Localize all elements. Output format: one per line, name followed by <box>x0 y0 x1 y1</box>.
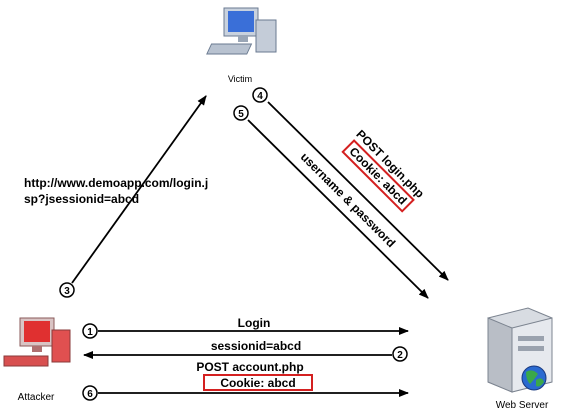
step-badge-4: 4 <box>252 87 268 103</box>
web-server-icon <box>487 307 553 393</box>
attacker-label: Attacker <box>18 392 55 403</box>
step-number: 4 <box>257 91 263 102</box>
arrow-step-4 <box>267 101 449 281</box>
step-number: 5 <box>238 109 244 120</box>
attacker-computer-icon <box>3 317 71 367</box>
victim-computer-icon <box>206 7 277 55</box>
cookie-login-highlight <box>341 139 415 213</box>
step-number: 6 <box>87 389 93 400</box>
step-badge-3: 3 <box>59 282 75 298</box>
arrow-step-3 <box>71 95 207 284</box>
login-label: Login <box>238 316 271 330</box>
step-number: 3 <box>64 286 70 297</box>
cookie-account-label: Cookie: abcd <box>220 376 295 390</box>
step-badge-6: 6 <box>82 385 98 401</box>
step-badge-2: 2 <box>392 346 408 362</box>
cookie-account-highlight <box>203 374 313 391</box>
post-account-label: POST account.php <box>196 360 303 374</box>
victim-label: Victim <box>228 74 252 84</box>
web-server-label: Web Server <box>496 400 549 411</box>
step-number: 1 <box>87 327 93 338</box>
sessionid-label: sessionid=abcd <box>211 339 301 353</box>
arrow-step-5 <box>247 119 429 299</box>
url-line-2: sp?jsessionid=abcd <box>24 192 139 206</box>
step-number: 2 <box>397 350 403 361</box>
step-badge-5: 5 <box>233 105 249 121</box>
url-line-1: http://www.demoapp.com/login.j <box>24 176 208 190</box>
step-badge-1: 1 <box>82 323 98 339</box>
